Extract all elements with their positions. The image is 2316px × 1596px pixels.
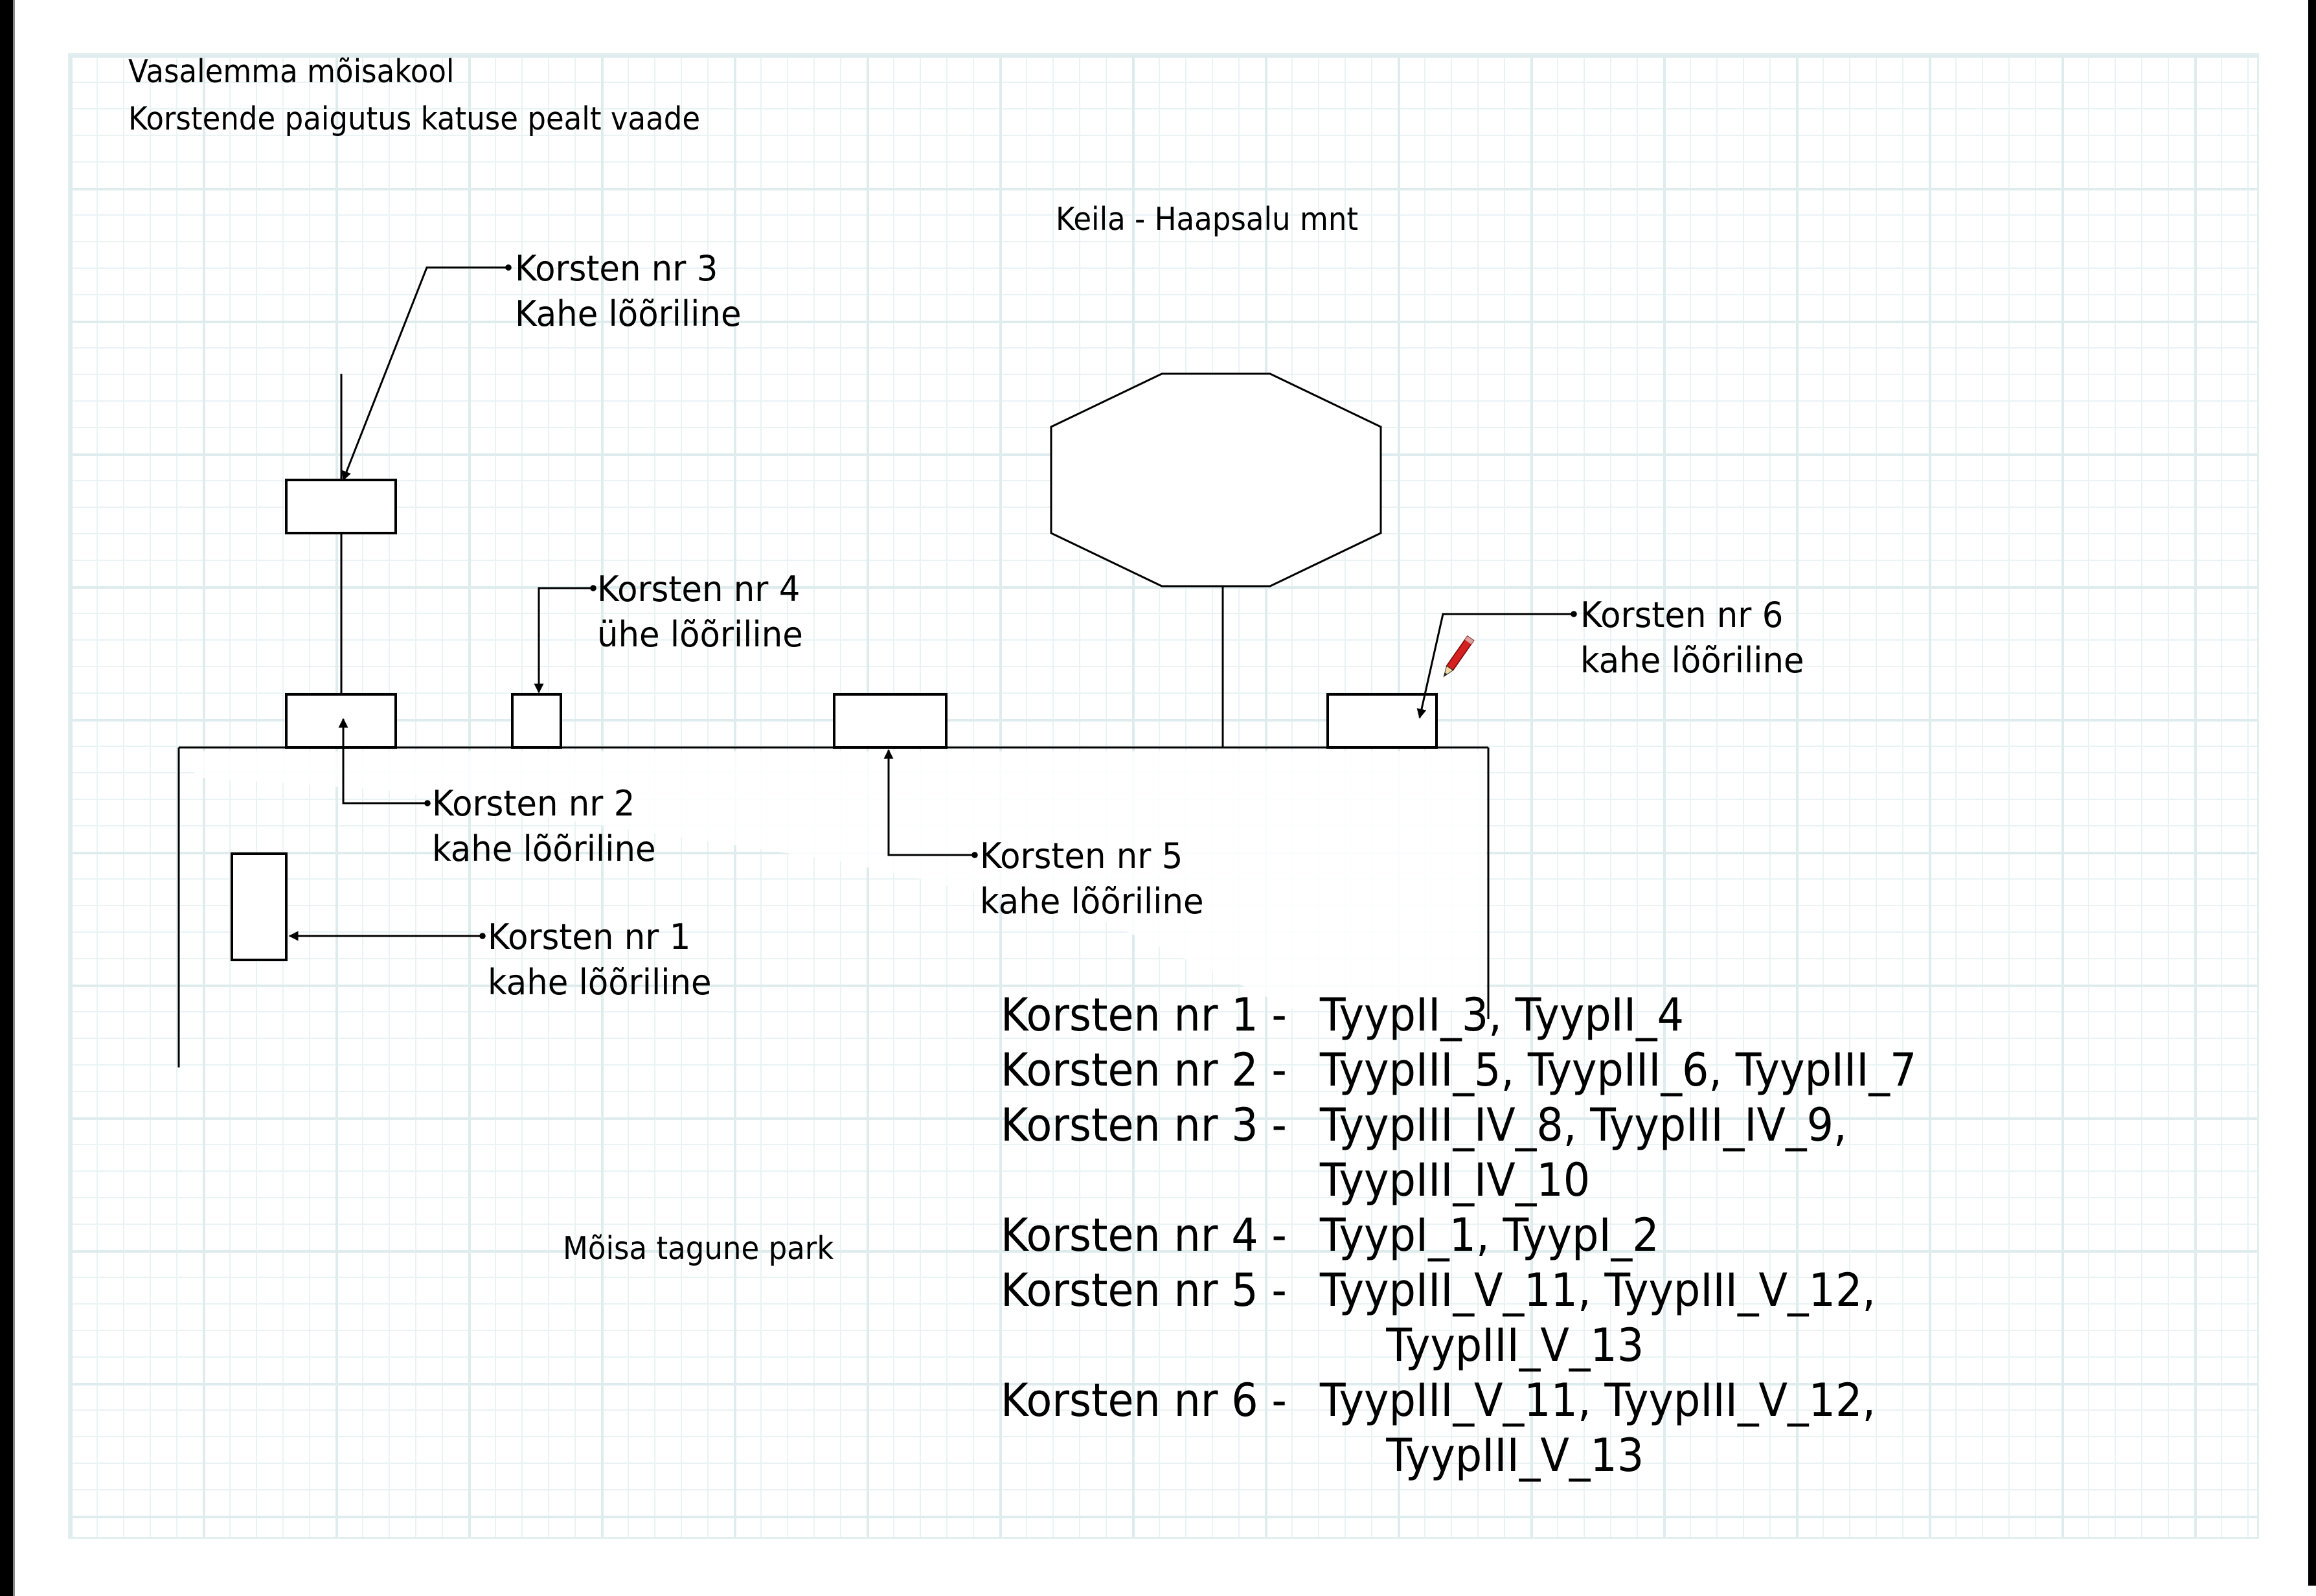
callout-chimney-2-title: Korsten nr 2 (432, 783, 635, 824)
list-item: Korsten nr 3 - TyypIII_IV_8, TyypIII_IV_… (1001, 1098, 1916, 1153)
chimney-5-box[interactable] (833, 693, 948, 749)
list-item-types: TyypI_1, TyypI_2 (1319, 1209, 1659, 1262)
list-item: Korsten nr 1 - TyypII_3, TyypII_4 (1001, 988, 1916, 1043)
callout-chimney-4-title: Korsten nr 4 (597, 569, 800, 610)
list-item-continuation: TyypIII_V_13 (1386, 1319, 1644, 1372)
callout-chimney-6: Korsten nr 6 kahe lõõriline (1580, 593, 1804, 683)
list-item: Korsten nr 5 - TyypIII_V_11, TyypIII_V_1… (1001, 1263, 1916, 1318)
callout-chimney-5-title: Korsten nr 5 (980, 836, 1183, 876)
callout-chimney-3: Korsten nr 3 Kahe lõõriline (515, 246, 742, 337)
callout-chimney-1-title: Korsten nr 1 (488, 917, 691, 957)
chimney-type-list: Korsten nr 1 - TyypII_3, TyypII_4 Korste… (1001, 988, 1916, 1483)
list-item-types: TyypIII_IV_8, TyypIII_IV_9, (1319, 1099, 1847, 1152)
callout-chimney-2: Korsten nr 2 kahe lõõriline (432, 781, 656, 872)
list-item-types: TyypIII_5, TyypIII_6, TyypIII_7 (1319, 1043, 1917, 1097)
road-label: Keila - Haapsalu mnt (1056, 201, 1359, 238)
pencil-icon[interactable] (1438, 632, 1477, 683)
right-border-bar (2308, 0, 2316, 1586)
callout-line-3 (341, 264, 512, 481)
chimney-4-box[interactable] (511, 693, 562, 749)
page-title: Vasalemma mõisakool (128, 53, 455, 90)
list-item-types: TyypIII_V_11, TyypIII_V_12, (1319, 1264, 1876, 1317)
callout-chimney-4-type: ühe lõõriline (597, 614, 803, 655)
callout-chimney-6-type: kahe lõõriline (1580, 640, 1804, 681)
callout-line-2 (338, 718, 431, 806)
list-item-key: Korsten nr 3 - (1001, 1099, 1287, 1152)
list-item: Korsten nr 4 - TyypI_1, TyypI_2 (1001, 1208, 1916, 1263)
left-border-bar (0, 0, 13, 1596)
list-item-types: TyypIII_V_11, TyypIII_V_12, (1319, 1374, 1876, 1427)
callout-chimney-1-type: kahe lõõriline (488, 962, 712, 1003)
chimney-3-box[interactable] (285, 479, 397, 534)
page-subtitle: Korstende paigutus katuse pealt vaade (128, 100, 701, 137)
callout-line-4 (534, 585, 596, 694)
list-item-continuation: TyypIII_V_13 (1386, 1429, 1644, 1482)
left-border-edge (13, 0, 15, 1596)
chimney-2-box[interactable] (285, 693, 397, 749)
callout-chimney-3-title: Korsten nr 3 (515, 248, 718, 289)
callout-chimney-5: Korsten nr 5 kahe lõõriline (980, 834, 1204, 924)
list-item-continuation: TyypIII_IV_10 (1319, 1154, 1591, 1207)
list-item-key: Korsten nr 6 - (1001, 1374, 1287, 1427)
list-item-key: Korsten nr 2 - (1001, 1043, 1287, 1097)
park-label: Mõisa tagune park (563, 1230, 834, 1267)
list-item: Korsten nr 2 - TyypIII_5, TyypIII_6, Tyy… (1001, 1043, 1916, 1098)
callout-chimney-1: Korsten nr 1 kahe lõõriline (488, 915, 712, 1005)
callout-line-5 (883, 749, 978, 858)
list-item-key: Korsten nr 1 - (1001, 988, 1287, 1042)
chimney-1-box[interactable] (231, 852, 288, 961)
callout-chimney-2-type: kahe lõõriline (432, 828, 656, 869)
callout-chimney-5-type: kahe lõõriline (980, 881, 1204, 922)
list-item: Korsten nr 6 - TyypIII_V_11, TyypIII_V_1… (1001, 1373, 1916, 1428)
callout-chimney-3-type: Kahe lõõriline (515, 293, 742, 334)
callout-line-6 (1416, 611, 1577, 719)
list-item-key: Korsten nr 4 - (1001, 1209, 1287, 1262)
callout-chimney-6-title: Korsten nr 6 (1580, 595, 1784, 635)
chimney-6-box[interactable] (1326, 693, 1438, 749)
list-item-key: Korsten nr 5 - (1001, 1264, 1287, 1317)
list-item-types: TyypII_3, TyypII_4 (1319, 988, 1685, 1042)
callout-chimney-4: Korsten nr 4 ühe lõõriline (597, 567, 803, 657)
octagon-tower (1050, 372, 1382, 587)
